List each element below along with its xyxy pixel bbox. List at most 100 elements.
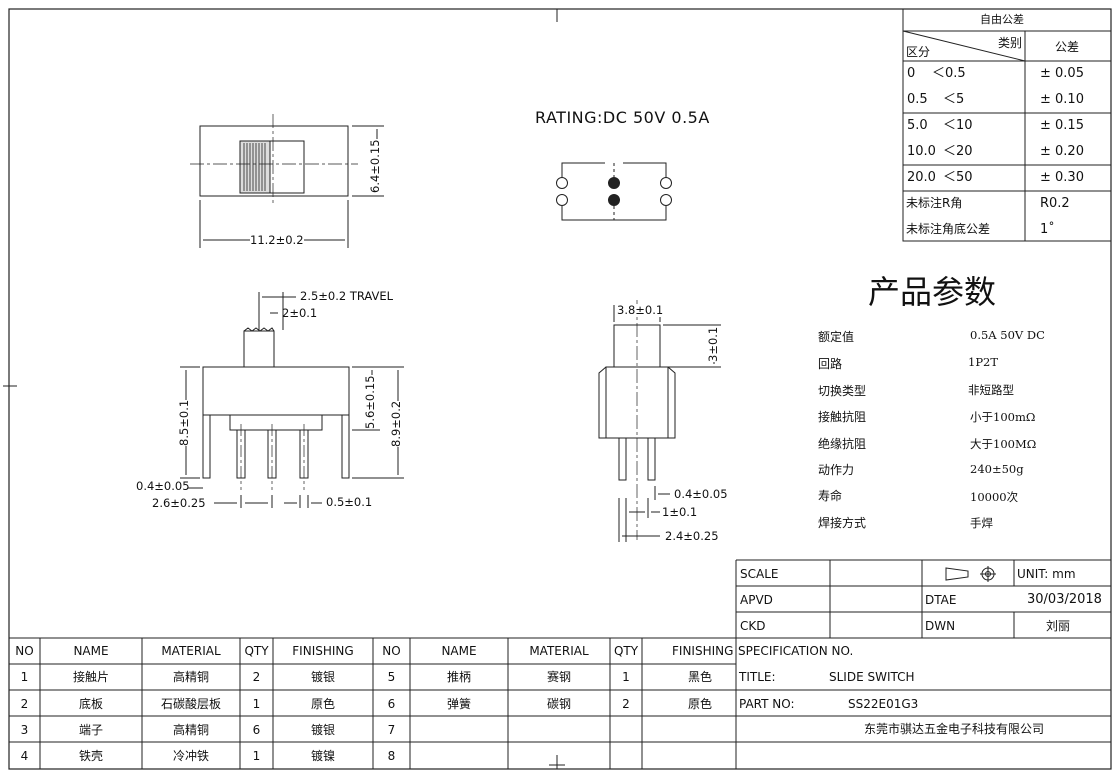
dim-side-2-4: 2.4±0.25 xyxy=(665,529,719,543)
dim-top-height: 6.4±0.15 xyxy=(368,139,382,193)
tolerance-range-b: ＜50 xyxy=(943,170,973,185)
part-no-value: SS22E01G3 xyxy=(848,697,919,711)
param-label: 接触抗阻 xyxy=(818,410,867,424)
tolerance-range-b: ＜20 xyxy=(943,144,973,159)
tolerance-range-b: ＜5 xyxy=(943,92,965,107)
company-name: 东莞市骐达五金电子科技有限公司 xyxy=(864,722,1045,736)
bom-cell: 高精铜 xyxy=(172,723,209,737)
bom-cell: 原色 xyxy=(687,697,712,711)
param-label: 绝缘抗阻 xyxy=(818,437,867,451)
param-value: 10000次 xyxy=(970,490,1019,504)
bom-cell: 弹簧 xyxy=(446,697,471,711)
front-view xyxy=(180,292,404,508)
tolerance-header-zone: 区分 xyxy=(906,45,931,59)
bom-cell: 4 xyxy=(20,749,29,763)
bom-header: NO xyxy=(382,644,401,658)
tolerance-range-a: 0.5 xyxy=(907,92,928,107)
param-value: 小于100mΩ xyxy=(970,410,1036,424)
bom-cell: 碳钢 xyxy=(546,697,571,711)
param-value: 大于100MΩ xyxy=(970,437,1037,451)
top-view xyxy=(190,114,384,248)
tolerance-title: 自由公差 xyxy=(980,13,1024,26)
bom-header: QTY xyxy=(244,644,269,658)
apvd-label: APVD xyxy=(740,593,773,607)
dtae-label: DTAE xyxy=(925,593,957,607)
spec-no-label: SPECIFICATION NO. xyxy=(738,644,854,658)
dim-pin-0-4: 0.4±0.05 xyxy=(136,479,190,493)
bom-header: NAME xyxy=(73,644,109,658)
bom-header: FINISHING xyxy=(292,644,354,658)
title-label: TITLE: xyxy=(739,670,776,684)
side-view xyxy=(598,300,721,542)
param-label: 焊接方式 xyxy=(818,516,867,530)
circuit-schematic xyxy=(556,162,672,221)
tolerance-table-grid xyxy=(902,8,1112,242)
tolerance-value: ± 0.30 xyxy=(1040,170,1084,185)
bom-cell: 2 xyxy=(20,697,29,711)
bom-header: QTY xyxy=(613,644,639,658)
bom-cell: 7 xyxy=(387,723,396,737)
param-label: 额定值 xyxy=(818,330,855,344)
param-value: 手焊 xyxy=(970,516,993,530)
param-label: 动作力 xyxy=(818,463,855,477)
bom-cell: 高精铜 xyxy=(172,670,209,684)
bom-cell: 2 xyxy=(622,697,630,711)
bom-cell: 镀银 xyxy=(310,723,335,737)
param-label: 寿命 xyxy=(818,489,843,503)
bom-header: NAME xyxy=(441,644,477,658)
dim-height-5-6: 5.6±0.15 xyxy=(363,375,377,429)
bom-cell: 铁壳 xyxy=(78,749,103,763)
param-value: 240±50g xyxy=(970,462,1024,476)
bom-cell: 黑色 xyxy=(687,670,712,684)
tolerance-angle-value: 1˚ xyxy=(1040,222,1055,237)
dim-top-width: 11.2±0.2 xyxy=(250,233,304,247)
bom-cell: 镀镍 xyxy=(310,749,335,763)
bom-cell: 3 xyxy=(20,723,29,737)
title-value: SLIDE SWITCH xyxy=(829,670,915,684)
tolerance-range-b: ＜0.5 xyxy=(932,66,966,81)
dim-pin-0-5: 0.5±0.1 xyxy=(326,495,373,509)
dim-side-0-4: 0.4±0.05 xyxy=(674,487,728,501)
bom-cell: 1 xyxy=(20,670,29,684)
bom-header: FINISHING xyxy=(672,644,734,658)
bom-cell: 8 xyxy=(387,749,396,763)
bom-cell: 赛钢 xyxy=(546,670,571,684)
scale-label: SCALE xyxy=(740,567,779,581)
bom-cell: 5 xyxy=(387,670,396,684)
bom-cell: 6 xyxy=(387,697,396,711)
dim-side-3: 3±0.1 xyxy=(706,326,720,362)
tolerance-value: ± 0.20 xyxy=(1040,144,1084,159)
tolerance-range-b: ＜10 xyxy=(943,118,973,133)
bom-cell: 接触片 xyxy=(72,670,109,684)
bom-cell: 镀银 xyxy=(310,670,335,684)
bom-header: MATERIAL xyxy=(529,644,589,658)
tolerance-value: ± 0.05 xyxy=(1040,66,1084,81)
tolerance-range-a: 20.0 xyxy=(907,170,936,185)
dim-height-8-5: 8.5±0.1 xyxy=(177,399,191,446)
bom-cell: 冷冲铁 xyxy=(172,749,209,763)
tolerance-range-a: 5.0 xyxy=(907,118,928,133)
tolerance-value: ± 0.10 xyxy=(1040,92,1084,107)
tolerance-r-value: R0.2 xyxy=(1040,196,1070,211)
dim-side-1: 1±0.1 xyxy=(662,505,698,519)
tolerance-header-tol: 公差 xyxy=(1055,40,1080,54)
dim-pitch: 2.6±0.25 xyxy=(152,496,206,510)
product-params-title: 产品参数 xyxy=(868,273,997,311)
param-value: 1P2T xyxy=(968,355,999,369)
dim-height-8-9: 8.9±0.2 xyxy=(389,400,403,447)
param-value: 非短路型 xyxy=(968,383,1014,397)
bom-cell: 推柄 xyxy=(446,670,471,684)
rating-label: RATING:DC 50V 0.5A xyxy=(535,108,710,127)
bom-cell: 2 xyxy=(252,670,261,684)
param-value: 0.5A 50V DC xyxy=(970,328,1045,342)
bom-cell: 原色 xyxy=(310,697,335,711)
bom-table-grid xyxy=(9,637,1111,769)
bom-header: MATERIAL xyxy=(161,644,221,658)
tolerance-range-a: 0 xyxy=(907,66,916,81)
part-no-label: PART NO: xyxy=(739,697,795,711)
bom-header: NO xyxy=(15,644,34,658)
param-label: 回路 xyxy=(818,357,843,371)
dwn-label: DWN xyxy=(925,619,956,633)
tolerance-r-label: 未标注R角 xyxy=(906,196,963,210)
bom-cell: 6 xyxy=(252,723,261,737)
